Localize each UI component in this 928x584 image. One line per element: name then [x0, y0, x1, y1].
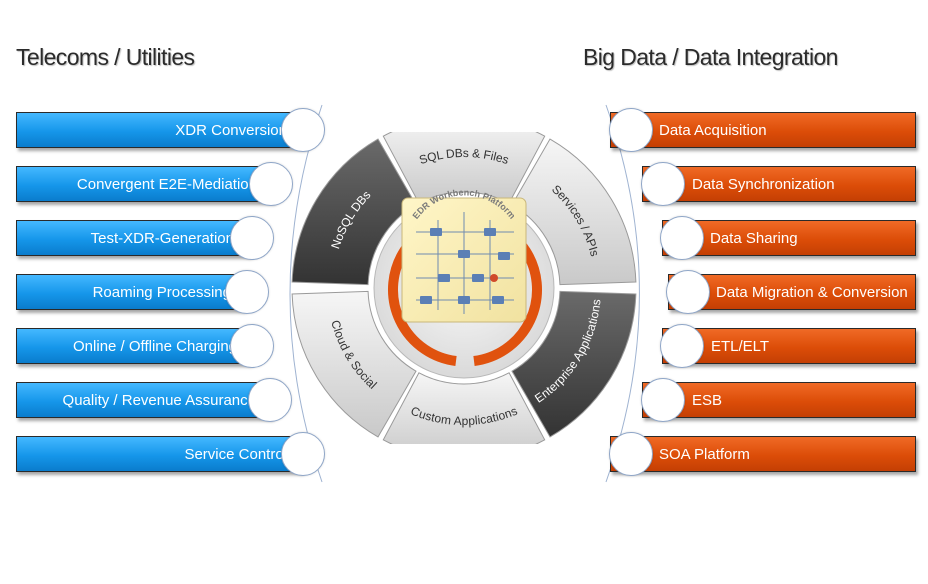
- left-item-label: XDR Conversion: [175, 121, 287, 139]
- left-item-roaming-processing: Roaming Processing: [16, 274, 244, 310]
- right-bullet-circle: [666, 270, 710, 314]
- wheel-segment-label: SQL DBs & Files: [418, 146, 511, 167]
- right-bullet-circle: [641, 378, 685, 422]
- left-item-convergent-mediation: Convergent E2E-Mediation: [16, 166, 274, 202]
- left-heading: Telecoms / Utilities: [16, 44, 195, 70]
- segment-nosql-dbs: [291, 138, 417, 286]
- left-bullet-circle: [248, 378, 292, 422]
- left-bullet-circle: [225, 270, 269, 314]
- left-item-xdr-conversion: XDR Conversion: [16, 112, 306, 148]
- left-item-label: Roaming Processing: [92, 283, 231, 301]
- right-item-data-synchronization: Data Synchronization: [642, 166, 916, 202]
- segment-enterprise-apps: [511, 290, 637, 438]
- right-item-data-acquisition: Data Acquisition: [610, 112, 916, 148]
- right-item-esb: ESB: [642, 382, 916, 418]
- right-item-label: Data Synchronization: [692, 175, 835, 193]
- workflow-screen: [401, 197, 527, 323]
- right-bullet-circle: [660, 216, 704, 260]
- segment-sql-dbs: [382, 132, 546, 204]
- segment-cloud-social: [291, 290, 417, 438]
- right-item-label: ETL/ELT: [711, 337, 770, 355]
- left-item-label: Convergent E2E-Mediation: [76, 175, 257, 193]
- segment-services-apis: [511, 138, 637, 286]
- right-item-label: ESB: [692, 391, 723, 409]
- left-item-charging: Online / Offline Charging: [16, 328, 250, 364]
- left-bullet-circle: [249, 162, 293, 206]
- right-item-label: SOA Platform: [659, 445, 750, 463]
- right-item-data-migration: Data Migration & Conversion: [668, 274, 916, 310]
- left-item-label: Online / Offline Charging: [73, 337, 237, 355]
- left-item-label: Quality / Revenue Assurance: [62, 391, 256, 409]
- left-item-label: Test-XDR-Generation: [90, 229, 234, 247]
- right-item-label: Data Migration & Conversion: [716, 283, 908, 301]
- left-bullet-circle: [230, 216, 274, 260]
- right-heading: Big Data / Data Integration: [583, 44, 838, 70]
- right-item-soa-platform: SOA Platform: [610, 436, 916, 472]
- left-bullet-circle: [281, 432, 325, 476]
- left-item-test-xdr-generation: Test-XDR-Generation: [16, 220, 250, 256]
- left-item-revenue-assurance: Quality / Revenue Assurance: [16, 382, 272, 418]
- left-bullet-circle: [230, 324, 274, 368]
- right-bullet-circle: [609, 108, 653, 152]
- left-bullet-circle: [281, 108, 325, 152]
- right-bullet-circle: [660, 324, 704, 368]
- right-item-data-sharing: Data Sharing: [662, 220, 916, 256]
- segment-custom-apps: [382, 372, 546, 444]
- right-item-label: Data Sharing: [710, 229, 798, 247]
- right-item-etl-elt: ETL/ELT: [662, 328, 916, 364]
- right-item-label: Data Acquisition: [659, 121, 767, 139]
- right-bullet-circle: [641, 162, 685, 206]
- left-item-service-control: Service Control: [16, 436, 302, 472]
- right-bullet-circle: [609, 432, 653, 476]
- left-item-label: Service Control: [184, 445, 287, 463]
